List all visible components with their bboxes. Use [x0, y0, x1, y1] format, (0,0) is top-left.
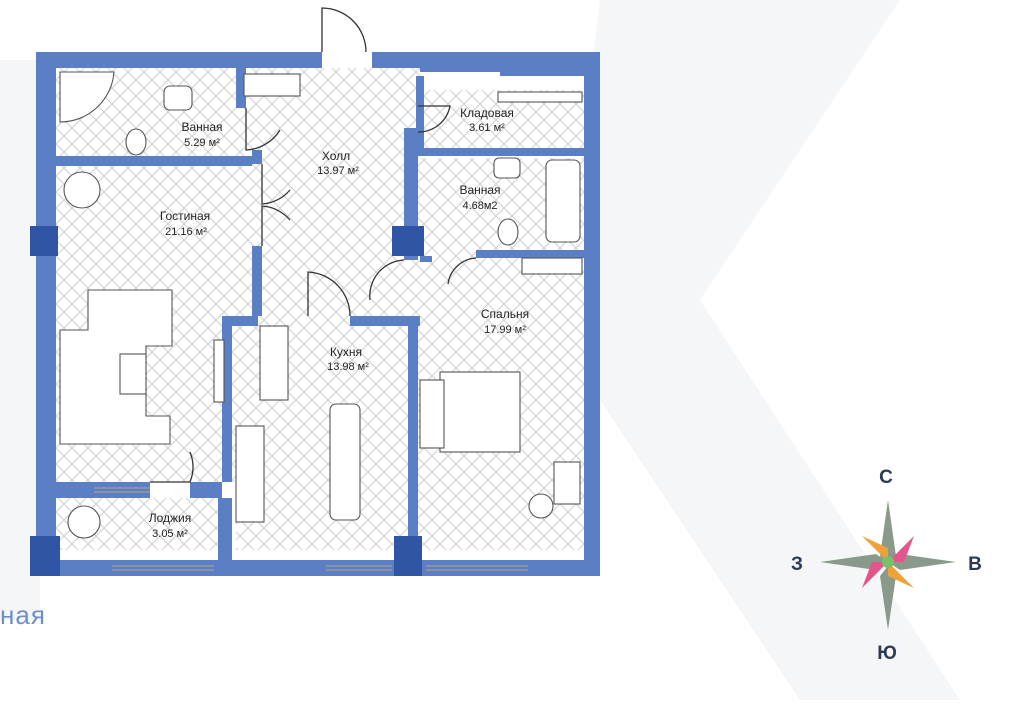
kitchen-counter — [259, 325, 289, 401]
room-area-loggia: 3.05 м² — [152, 528, 188, 540]
room-area-bath1: 5.29 м² — [184, 137, 220, 149]
entry-door — [321, 7, 367, 53]
column — [394, 536, 422, 576]
room-label-bath1: Ванная — [181, 120, 222, 134]
structural-columns — [30, 226, 424, 576]
room-area-bedroom: 17.99 м² — [484, 324, 526, 336]
coffee-table — [119, 353, 147, 395]
dining-table — [329, 403, 361, 521]
toilet — [125, 128, 147, 156]
room-area-hall: 13.97 м² — [317, 165, 359, 177]
room-label-kitchen: Кухня — [330, 345, 362, 359]
room-area-bath2: 4.68м2 — [462, 200, 497, 212]
room-label-living: Гостиная — [160, 209, 210, 223]
loggia-chair — [67, 505, 101, 539]
armchair — [63, 171, 101, 209]
compass-north-label: С — [879, 467, 893, 488]
sofa — [59, 289, 173, 445]
column — [392, 226, 424, 256]
bed — [439, 371, 521, 453]
room-label-loggia: Лоджия — [149, 511, 192, 525]
compass-east-label: В — [968, 554, 982, 575]
caption-fragment: ная — [0, 600, 46, 630]
furniture — [59, 71, 583, 539]
corner-bathtub — [59, 71, 115, 123]
bathtub — [545, 159, 581, 243]
wardrobe — [243, 73, 301, 97]
room-label-storage: Кладовая — [460, 106, 514, 120]
windows — [94, 487, 528, 571]
room-labels: Ванная 5.29 м² Холл 13.97 м² Кладовая 3.… — [149, 106, 529, 540]
room-label-bedroom: Спальня — [481, 307, 529, 321]
tv-stand — [213, 339, 225, 403]
wardrobe-bedroom — [521, 257, 583, 275]
bed-pillows — [419, 379, 445, 449]
room-label-bath2: Ванная — [459, 183, 500, 197]
column — [30, 536, 60, 576]
room-label-hall: Холл — [322, 149, 350, 163]
background-watermark — [0, 0, 960, 700]
compass-west-label: З — [791, 554, 803, 575]
floor-hall — [236, 68, 420, 318]
compass-south-label: Ю — [877, 643, 897, 664]
room-area-storage: 3.61 м² — [469, 122, 505, 134]
toilet-2 — [497, 218, 519, 246]
room-area-kitchen: 13.98 м² — [327, 361, 369, 373]
desk-chair — [528, 493, 554, 519]
door-swings — [150, 7, 477, 483]
room-area-living: 21.16 м² — [165, 226, 207, 238]
kitchen-counter-2 — [235, 425, 265, 523]
washbasin — [163, 85, 193, 111]
shelving — [497, 91, 583, 103]
compass-rose: С Ю З В — [791, 467, 982, 664]
column — [30, 226, 58, 256]
washbasin-2 — [493, 157, 521, 179]
desk — [553, 461, 581, 505]
